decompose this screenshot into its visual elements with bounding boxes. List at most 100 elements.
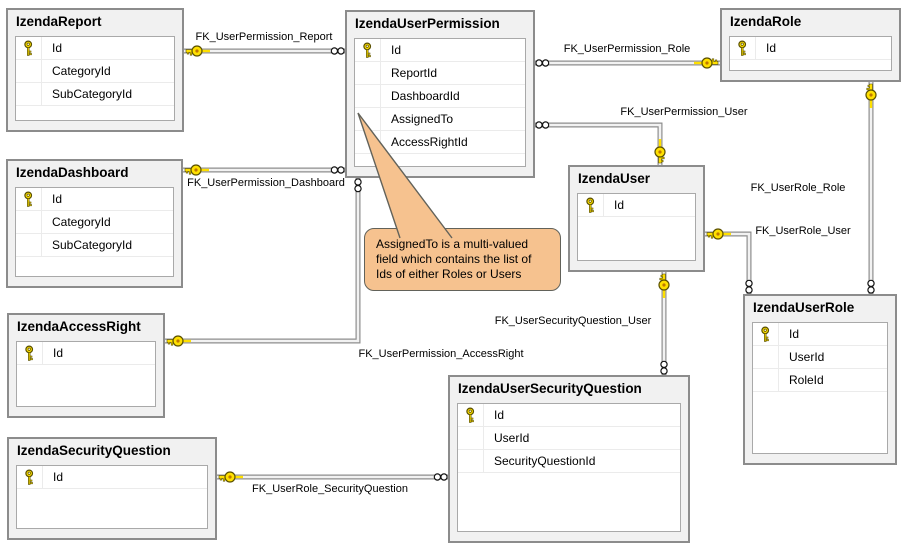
relationship-FK_UserRole_User[interactable] xyxy=(705,228,753,294)
table-IzendaSecurityQuestion[interactable]: IzendaSecurityQuestion Id xyxy=(7,437,217,540)
relationship-FK_UserPermission_Role[interactable] xyxy=(535,57,720,69)
field-row[interactable]: AssignedTo xyxy=(355,108,525,131)
table-title: IzendaSecurityQuestion xyxy=(17,443,171,458)
relationship-FK_UserRole_Role[interactable] xyxy=(865,82,877,294)
field-row[interactable]: SubCategoryId xyxy=(16,234,173,257)
primary-key-cell xyxy=(458,404,484,426)
field-name: UserId xyxy=(789,350,825,364)
relationship-FK_UserRole_SecurityQuestion[interactable] xyxy=(217,471,448,483)
field-row[interactable]: Id xyxy=(458,404,680,427)
field-name: CategoryId xyxy=(52,64,111,78)
primary-key-cell xyxy=(17,342,43,364)
table-rows: Id xyxy=(16,465,208,529)
icon-cell xyxy=(753,369,779,391)
field-row[interactable]: Id xyxy=(16,37,174,60)
primary-key-cell xyxy=(753,323,779,345)
field-name: SubCategoryId xyxy=(52,238,133,252)
many-side-infinity-icon xyxy=(433,473,448,481)
table-rows: Id xyxy=(729,36,892,71)
field-name: Id xyxy=(789,327,800,341)
icon-cell xyxy=(16,211,42,233)
annotation-text-line: field which contains the list of xyxy=(376,252,532,266)
field-row[interactable]: SubCategoryId xyxy=(16,83,174,106)
one-side-key-icon xyxy=(706,228,731,240)
annotation-text-line: Ids of either Roles or Users xyxy=(376,267,522,281)
primary-key-cell xyxy=(578,194,604,216)
many-side-infinity-icon xyxy=(660,360,668,375)
field-row[interactable]: SecurityQuestionId xyxy=(458,450,680,473)
relationship-FK_UserSecurityQuestion_User[interactable] xyxy=(658,272,670,375)
field-row[interactable]: UserId xyxy=(458,427,680,450)
icon-cell xyxy=(16,234,42,256)
primary-key-cell xyxy=(16,37,42,59)
table-title: IzendaReport xyxy=(16,14,102,29)
field-name: Id xyxy=(614,198,625,212)
field-row[interactable]: Id xyxy=(17,342,155,365)
table-title: IzendaAccessRight xyxy=(17,319,141,334)
field-row[interactable]: UserId xyxy=(753,346,887,369)
field-row[interactable]: Id xyxy=(730,37,891,60)
many-side-infinity-icon xyxy=(867,279,875,294)
annotation-callout[interactable]: AssignedTo is a multi-valued field which… xyxy=(364,228,561,291)
relationship-FK_UserPermission_Report[interactable] xyxy=(184,45,345,57)
field-name: ReportId xyxy=(391,66,438,80)
table-rows: Id xyxy=(16,341,156,407)
icon-cell xyxy=(355,131,381,153)
field-row[interactable]: Id xyxy=(355,39,525,62)
icon-cell xyxy=(355,62,381,84)
table-title: IzendaUserRole xyxy=(753,300,855,315)
table-IzendaUser[interactable]: IzendaUser Id xyxy=(568,165,705,272)
field-row[interactable]: Id xyxy=(17,466,207,489)
primary-key-icon xyxy=(25,345,34,361)
table-IzendaAccessRight[interactable]: IzendaAccessRight Id xyxy=(7,313,165,418)
field-name: Id xyxy=(391,43,402,57)
field-row[interactable]: Id xyxy=(753,323,887,346)
one-side-key-icon xyxy=(218,471,243,483)
icon-cell xyxy=(458,450,484,472)
table-IzendaRole[interactable]: IzendaRole Id xyxy=(720,8,901,82)
field-row[interactable]: AccessRightId xyxy=(355,131,525,154)
primary-key-icon xyxy=(738,40,747,56)
primary-key-icon xyxy=(363,42,372,58)
field-name: AccessRightId xyxy=(391,135,468,149)
field-row[interactable]: CategoryId xyxy=(16,211,173,234)
field-name: Id xyxy=(52,192,63,206)
primary-key-icon xyxy=(761,326,770,342)
field-row[interactable]: Id xyxy=(578,194,695,217)
one-side-key-icon xyxy=(865,83,877,108)
field-name: Id xyxy=(766,41,777,55)
relationship-FK_UserPermission_Dashboard[interactable] xyxy=(183,164,345,176)
primary-key-icon xyxy=(24,40,33,56)
table-title: IzendaUserSecurityQuestion xyxy=(458,381,642,396)
primary-key-cell xyxy=(17,466,43,488)
one-side-key-icon xyxy=(654,139,666,164)
icon-cell xyxy=(16,60,42,82)
field-name: Id xyxy=(494,408,505,422)
one-side-key-icon xyxy=(658,273,670,298)
icon-cell xyxy=(16,83,42,105)
field-name: UserId xyxy=(494,431,530,445)
primary-key-icon xyxy=(25,469,34,485)
field-name: SubCategoryId xyxy=(52,87,133,101)
field-row[interactable]: DashboardId xyxy=(355,85,525,108)
relationship-FK_UserPermission_User[interactable] xyxy=(535,121,666,165)
field-row[interactable]: Id xyxy=(16,188,173,211)
many-side-infinity-icon xyxy=(535,121,550,129)
field-name: SecurityQuestionId xyxy=(494,454,596,468)
field-row[interactable]: RoleId xyxy=(753,369,887,392)
field-name: RoleId xyxy=(789,373,824,387)
field-row[interactable]: ReportId xyxy=(355,62,525,85)
field-name: Id xyxy=(53,346,64,360)
icon-cell xyxy=(753,346,779,368)
field-name: CategoryId xyxy=(52,215,111,229)
field-row[interactable]: CategoryId xyxy=(16,60,174,83)
